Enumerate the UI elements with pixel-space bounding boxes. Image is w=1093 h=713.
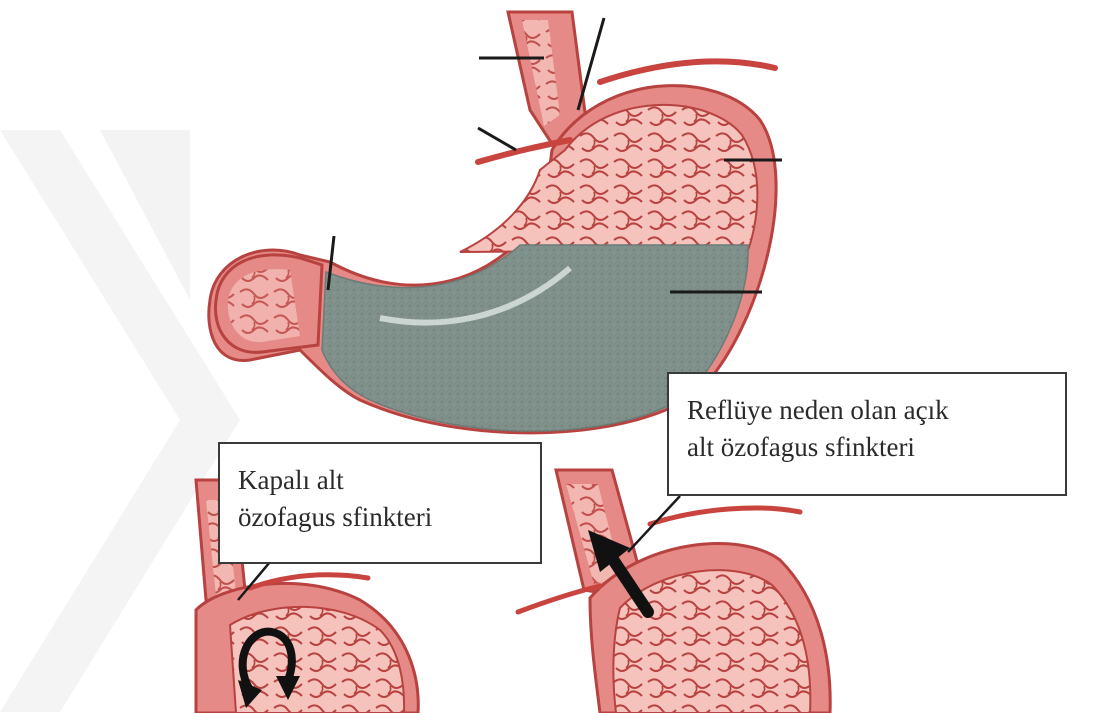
blood-vessel-top	[600, 61, 775, 82]
closed-sphincter-label-line2: özofagus sfinkteri	[238, 499, 540, 536]
closed-sphincter-label: Kapalı alt özofagus sfinkteri	[218, 442, 542, 564]
stomach-illustration	[209, 12, 782, 433]
open-sphincter-illustration	[518, 470, 830, 713]
open-sphincter-label-line1: Reflüye neden olan açık	[687, 392, 1065, 429]
pointer-line	[578, 18, 604, 110]
open-sphincter-label: Reflüye neden olan açık alt özofagus sfi…	[667, 372, 1067, 496]
stomach-mucosa	[460, 105, 757, 252]
pointer-line	[628, 496, 680, 552]
pointer-line	[478, 128, 516, 150]
open-sphincter-label-line2: alt özofagus sfinkteri	[687, 429, 1065, 466]
closed-sphincter-label-line1: Kapalı alt	[238, 462, 540, 499]
